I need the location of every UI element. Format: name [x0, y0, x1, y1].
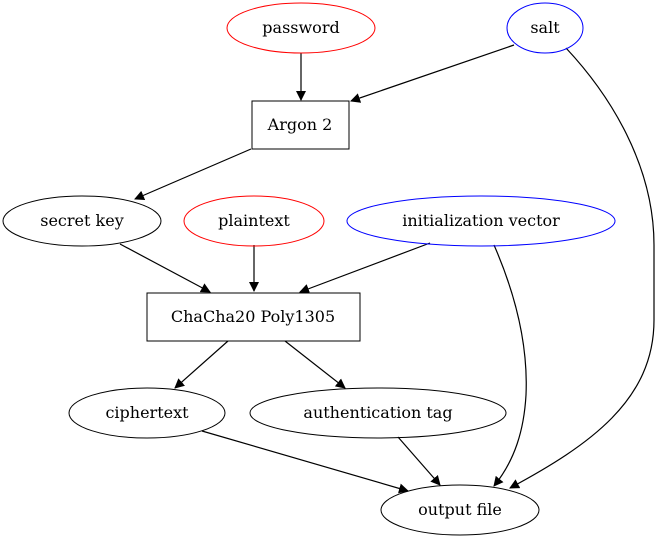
- node-ciphertext-label: ciphertext: [105, 403, 189, 422]
- node-plaintext-label: plaintext: [218, 211, 290, 230]
- node-password: password: [226, 2, 376, 54]
- edge-chacha-to-ciphertext: [174, 340, 229, 389]
- node-ciphertext: ciphertext: [68, 387, 226, 439]
- node-plaintext-shape: [183, 195, 325, 247]
- nodes-layer: password salt Argon 2 secret key plainte…: [2, 2, 616, 536]
- node-chacha20-poly1305-label: ChaCha20 Poly1305: [171, 307, 335, 326]
- node-chacha20-poly1305: ChaCha20 Poly1305: [146, 292, 361, 342]
- node-salt: salt: [506, 2, 584, 54]
- edge-secret-key-to-chacha: [119, 243, 211, 293]
- edge-iv-to-chacha: [299, 242, 431, 294]
- node-password-shape: [226, 2, 376, 54]
- edge-auth-tag-to-output-file: [397, 436, 441, 486]
- edge-salt-to-argon2: [350, 44, 515, 103]
- node-initialization-vector: initialization vector: [346, 195, 616, 247]
- node-authentication-tag-shape: [249, 387, 507, 439]
- node-initialization-vector-shape: [346, 195, 616, 247]
- node-authentication-tag-label: authentication tag: [303, 403, 452, 422]
- edges-layer: [119, 44, 655, 494]
- node-chacha20-poly1305-shape: [146, 292, 361, 342]
- node-output-file: output file: [380, 484, 540, 536]
- node-argon2-shape: [251, 100, 350, 150]
- node-salt-shape: [506, 2, 584, 54]
- node-secret-key-shape: [2, 195, 162, 247]
- node-authentication-tag: authentication tag: [249, 387, 507, 439]
- node-plaintext: plaintext: [183, 195, 325, 247]
- edge-ciphertext-to-output-file: [201, 430, 409, 494]
- node-output-file-shape: [380, 484, 540, 536]
- edge-salt-to-output-file: [509, 47, 655, 489]
- node-output-file-label: output file: [418, 500, 502, 519]
- edge-chacha-to-auth-tag: [284, 340, 346, 389]
- node-ciphertext-shape: [68, 387, 226, 439]
- node-argon2-label: Argon 2: [267, 115, 333, 134]
- edge-iv-to-output-file: [493, 244, 527, 487]
- node-secret-key-label: secret key: [40, 211, 123, 230]
- node-initialization-vector-label: initialization vector: [402, 211, 560, 230]
- node-salt-label: salt: [530, 18, 560, 37]
- node-secret-key: secret key: [2, 195, 162, 247]
- node-password-label: password: [262, 18, 339, 37]
- node-argon2: Argon 2: [251, 100, 350, 150]
- edge-argon2-to-secret-key: [134, 148, 252, 201]
